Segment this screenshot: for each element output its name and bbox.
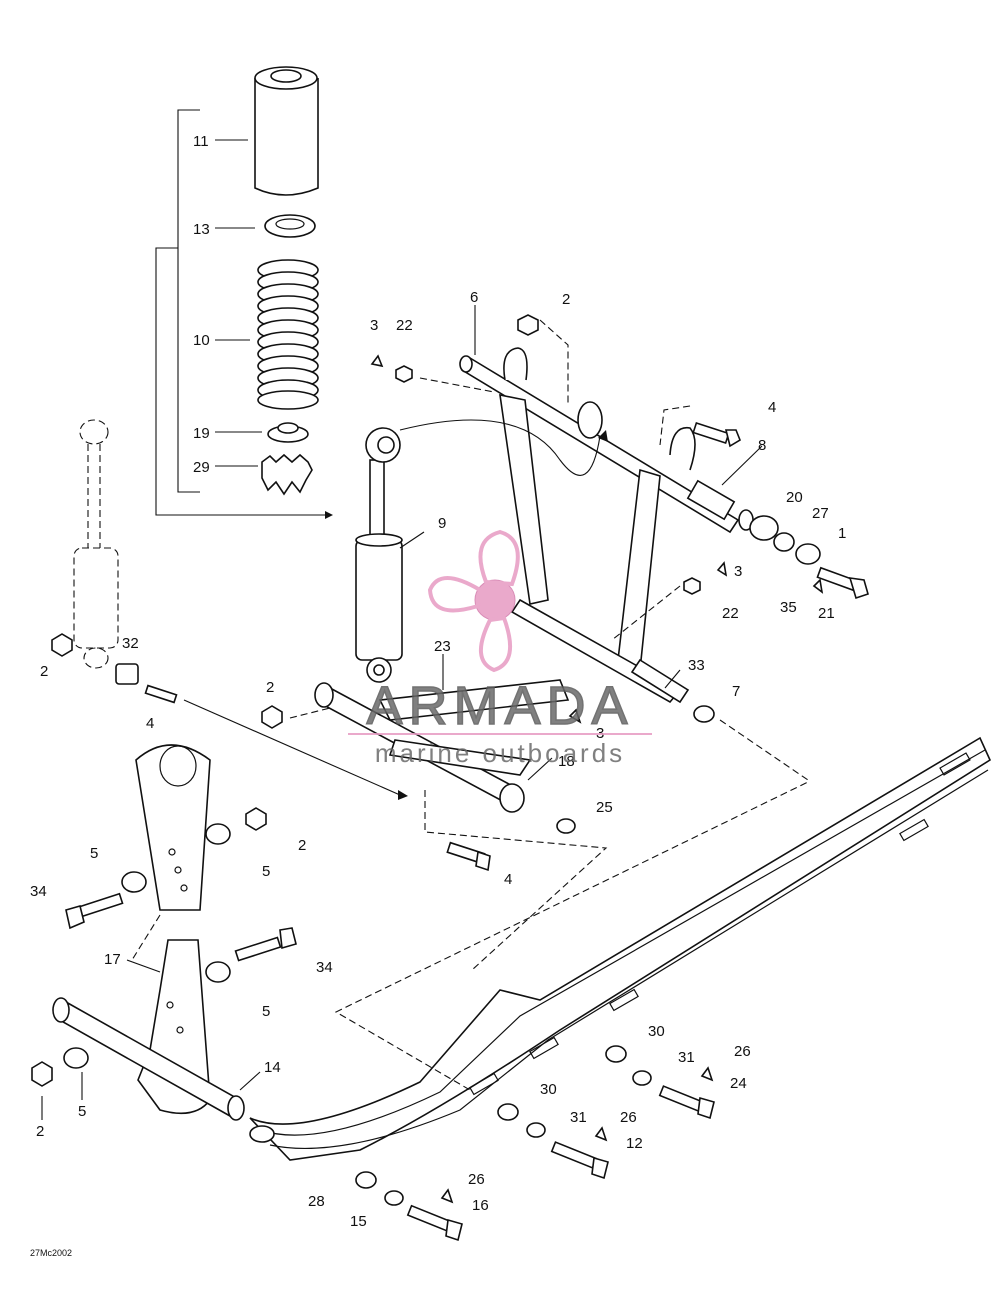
callout-34-left: 34 [30, 883, 47, 900]
callout-5-arm-left: 5 [90, 845, 98, 862]
watermark-brand: ARMADA [366, 676, 633, 736]
assembly-lines [131, 319, 809, 1091]
callout-4-left: 4 [146, 715, 154, 732]
callout-29: 29 [193, 459, 210, 476]
callout-17: 17 [104, 951, 121, 968]
rail-hardware [355, 1045, 715, 1242]
callout-11: 11 [193, 133, 209, 150]
front-cross-shaft [31, 997, 245, 1121]
callout-24: 24 [730, 1075, 747, 1092]
coil-spring [257, 259, 319, 410]
shock-absorber [355, 427, 403, 683]
callout-2-bottom: 2 [36, 1123, 44, 1140]
front-arm-hardware [65, 807, 297, 983]
callout-31-lower: 31 [570, 1109, 587, 1126]
callout-32: 32 [122, 635, 139, 652]
callout-2-left: 2 [40, 663, 48, 680]
callout-5-bottom: 5 [78, 1103, 86, 1120]
callout-25: 25 [596, 799, 613, 816]
callout-6: 6 [470, 289, 478, 306]
callout-3-right: 3 [734, 563, 742, 580]
callout-9: 9 [438, 515, 446, 532]
callout-12: 12 [626, 1135, 643, 1152]
callout-26-mid: 26 [620, 1109, 637, 1126]
callout-5-arm-right: 5 [262, 863, 270, 880]
hardware-middle [51, 633, 582, 872]
callout-35: 35 [780, 599, 797, 616]
callout-3-top: 3 [370, 317, 378, 334]
leader-lines [41, 139, 763, 1120]
callout-30-lower: 30 [540, 1081, 557, 1098]
hardware-top [370, 314, 869, 723]
callout-4-top: 4 [768, 399, 776, 416]
slide-rail [249, 736, 992, 1161]
callout-15: 15 [350, 1213, 367, 1230]
callout-14: 14 [264, 1059, 281, 1076]
callout-33: 33 [688, 657, 705, 674]
callout-8: 8 [758, 437, 766, 454]
shock-assembled-ghost [73, 419, 119, 669]
callout-18: 18 [558, 753, 575, 770]
callout-4-mid: 4 [504, 871, 512, 888]
callout-30-upper: 30 [648, 1023, 665, 1040]
lower-crossshaft-assembly [314, 679, 570, 813]
spring-cover [254, 66, 319, 196]
spring-seat [267, 422, 309, 443]
callout-27: 27 [812, 505, 829, 522]
callout-22-right: 22 [722, 605, 739, 622]
adjuster-ring [261, 453, 313, 496]
callout-1: 1 [838, 525, 846, 542]
callout-19: 19 [193, 425, 210, 442]
callout-2-arm: 2 [298, 837, 306, 854]
callout-34-right: 34 [316, 959, 333, 976]
propeller-logo [427, 529, 520, 673]
watermark: ARMADA marine outboards [348, 529, 652, 768]
callout-16: 16 [472, 1197, 489, 1214]
callout-28: 28 [308, 1193, 325, 1210]
reference-code: 27Mc2002 [30, 1248, 72, 1258]
callouts: 11 13 10 19 29 6 2 3 22 4 8 20 27 1 3 22… [30, 133, 846, 1230]
callout-13: 13 [193, 221, 210, 238]
swing-arm-frame [459, 347, 740, 704]
callout-31-upper: 31 [678, 1049, 695, 1066]
callout-2-mid: 2 [266, 679, 274, 696]
watermark-tagline: marine outboards [375, 738, 625, 768]
callout-20: 20 [786, 489, 803, 506]
callout-2-top: 2 [562, 291, 570, 308]
callout-10: 10 [193, 332, 210, 349]
callout-26-upper: 26 [734, 1043, 751, 1060]
spring-group-bracket [155, 109, 333, 519]
callout-26-lower: 26 [468, 1171, 485, 1188]
callout-23: 23 [434, 638, 451, 655]
callout-7: 7 [732, 683, 740, 700]
split-collar [264, 214, 316, 238]
callout-22-top: 22 [396, 317, 413, 334]
callout-21: 21 [818, 605, 835, 622]
callout-5-lower: 5 [262, 1003, 270, 1020]
